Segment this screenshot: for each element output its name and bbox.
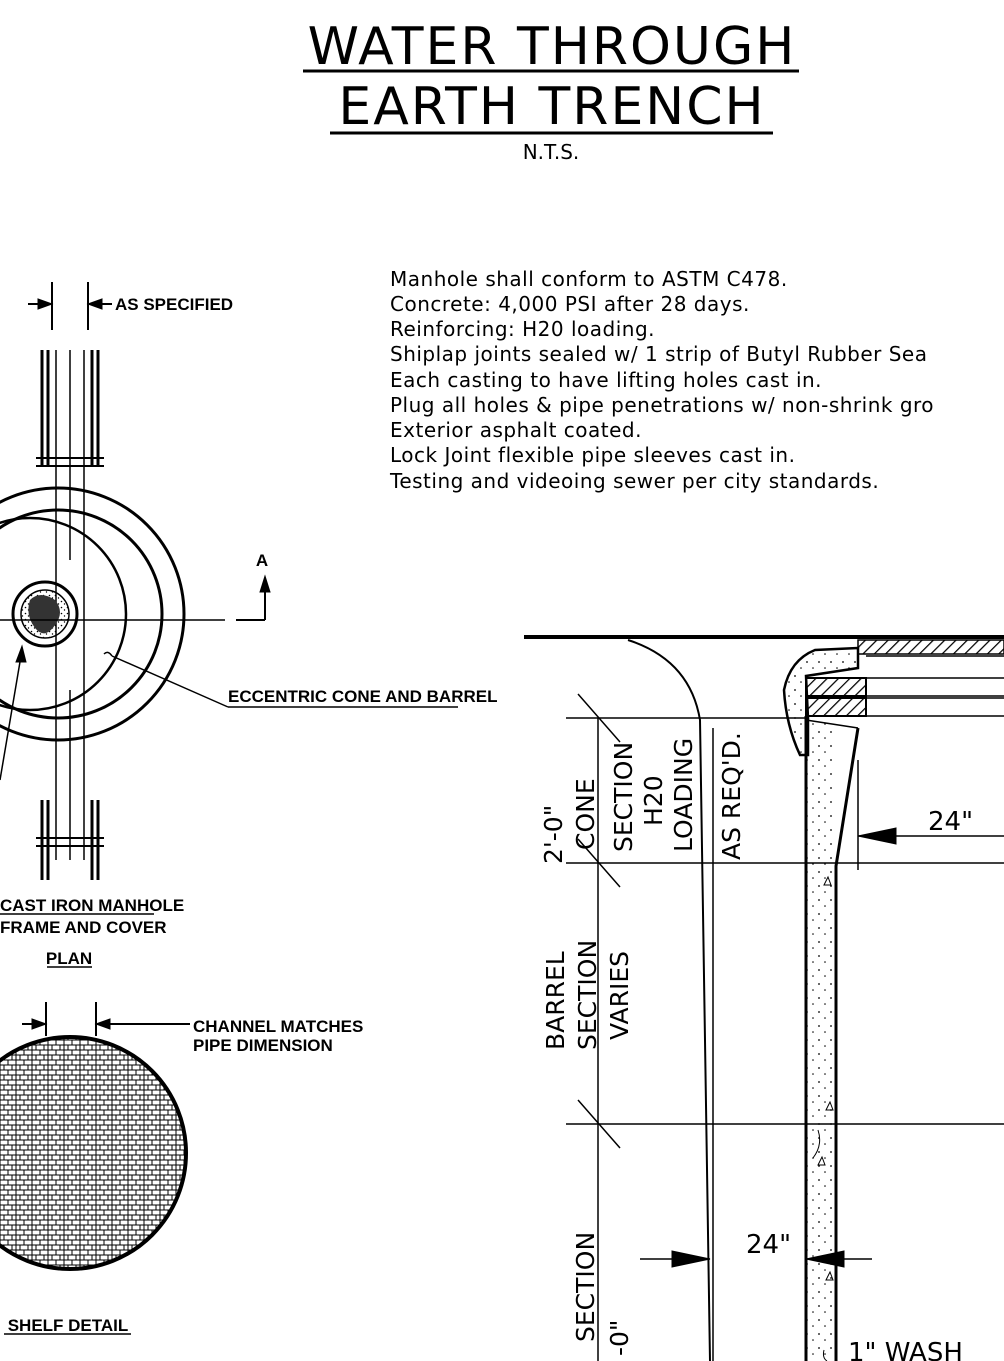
section-view: 24" 24" 1" WASH 2'-0" CONE SECTION H20 L… (524, 635, 1004, 1361)
eccentric-cone-label: ECCENTRIC CONE AND BARREL (228, 687, 498, 706)
title-line-2: EARTH TRENCH (338, 77, 765, 137)
wash-label: 1" WASH (848, 1338, 963, 1361)
varies-label: VARIES (605, 951, 634, 1040)
note-line: Lock Joint flexible pipe sleeves cast in… (390, 443, 795, 467)
loading-label: LOADING (669, 738, 698, 852)
note-line: Concrete: 4,000 PSI after 28 days. (390, 292, 750, 316)
dim-24-lower: 24" (746, 1230, 791, 1260)
frame-cover-label-2: FRAME AND COVER (0, 918, 167, 937)
dim-24-upper: 24" (928, 807, 973, 837)
note-line: Reinforcing: H20 loading. (390, 317, 655, 341)
general-notes: Manhole shall conform to ASTM C478. Conc… (389, 267, 934, 493)
note-line: Exterior asphalt coated. (390, 418, 642, 442)
note-line: Plug all holes & pipe penetrations w/ no… (390, 393, 934, 417)
frame-cover-label-1: CAST IRON MANHOLE (0, 896, 184, 915)
barrel-label: BARREL (541, 951, 570, 1050)
shelf-caption: SHELF DETAIL (8, 1316, 129, 1335)
cone-dim-label: 2'-0" (539, 805, 568, 864)
h20-label: H20 (639, 775, 668, 826)
frame-cover-ring (11, 580, 79, 648)
shelf-detail: CHANNEL MATCHES PIPE DIMENSION SHELF DET… (0, 1002, 363, 1335)
note-line: Manhole shall conform to ASTM C478. (390, 267, 788, 291)
title-block: WATER THROUGH EARTH TRENCH N.T.S. (303, 17, 799, 164)
note-line: Testing and videoing sewer per city stan… (389, 469, 879, 493)
note-line: Each casting to have lifting holes cast … (390, 368, 822, 392)
section-marker-a: A (256, 551, 268, 570)
note-line: Shiplap joints sealed w/ 1 strip of Buty… (390, 342, 927, 366)
as-reqd-label: AS REQ'D. (717, 732, 746, 860)
cone-opening-ring (0, 516, 128, 712)
cone-section-label: SECTION (609, 742, 638, 852)
shelf-outline (0, 1035, 188, 1271)
lower-section-label: SECTION (571, 1232, 600, 1342)
channel-label-1: CHANNEL MATCHES (193, 1017, 363, 1036)
manhole-barrel-ring (0, 508, 164, 720)
plan-caption: PLAN (46, 949, 92, 968)
cone-label: CONE (571, 778, 600, 850)
plan-view: AS SPECIFIED A (0, 282, 498, 968)
lower-dim-label: -0" (605, 1320, 634, 1356)
title-line-1: WATER THROUGH (308, 17, 797, 77)
scale-label: N.T.S. (523, 140, 580, 164)
barrel-section-label: SECTION (573, 940, 602, 1050)
manhole-outer-ring (0, 486, 186, 742)
channel-label-2: PIPE DIMENSION (193, 1036, 333, 1055)
as-specified-label: AS SPECIFIED (115, 295, 233, 314)
